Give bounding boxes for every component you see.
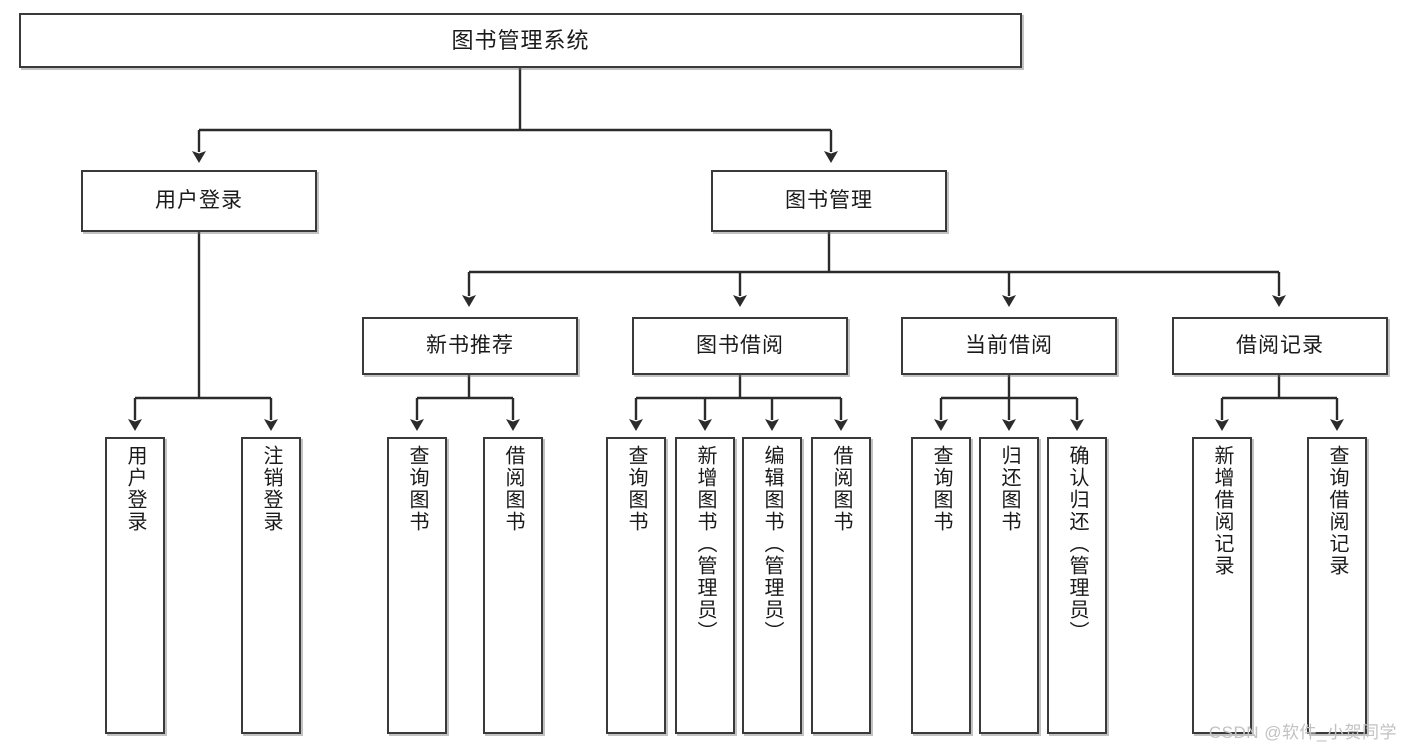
node-book-borrow[interactable]: 图书借阅	[632, 317, 848, 375]
node-label: 图书借阅	[696, 333, 784, 357]
node-leaf-add-book-admin[interactable]: 新增图书（管理员）	[675, 437, 735, 734]
node-user-login[interactable]: 用户登录	[81, 170, 317, 232]
node-label: 用户登录	[124, 445, 146, 533]
node-leaf-edit-book-admin[interactable]: 编辑图书（管理员）	[742, 437, 802, 734]
node-label: 借阅记录	[1236, 333, 1324, 357]
node-leaf-add-borrow-record[interactable]: 新增借阅记录	[1192, 437, 1252, 734]
node-label: 图书管理系统	[451, 27, 590, 53]
node-leaf-logout[interactable]: 注销登录	[241, 437, 301, 734]
node-borrow-record[interactable]: 借阅记录	[1172, 317, 1388, 375]
node-new-book-recommend[interactable]: 新书推荐	[362, 317, 578, 375]
node-leaf-confirm-return-admin[interactable]: 确认归还（管理员）	[1047, 437, 1107, 734]
node-label: 查询图书	[406, 445, 428, 533]
node-leaf-query-borrow-record[interactable]: 查询借阅记录	[1307, 437, 1367, 734]
node-label: 借阅图书	[830, 445, 852, 533]
node-label: 用户登录	[155, 188, 243, 212]
node-label: 注销登录	[260, 445, 282, 533]
node-label: 归还图书	[998, 445, 1020, 533]
node-root-book-management-system[interactable]: 图书管理系统	[19, 13, 1022, 68]
node-label: 编辑图书（管理员）	[761, 445, 783, 643]
watermark: CSDN @软件_小贺同学	[1208, 723, 1397, 742]
node-leaf-query-book-recommend[interactable]: 查询图书	[387, 437, 447, 734]
node-label: 当前借阅	[965, 333, 1053, 357]
node-leaf-user-login[interactable]: 用户登录	[105, 437, 165, 734]
node-label: 查询图书	[930, 445, 952, 533]
node-label: 新书推荐	[426, 333, 514, 357]
node-leaf-return-book[interactable]: 归还图书	[979, 437, 1039, 734]
node-book-management[interactable]: 图书管理	[711, 170, 947, 232]
node-label: 新增图书（管理员）	[694, 445, 716, 643]
node-leaf-borrow-book[interactable]: 借阅图书	[811, 437, 871, 734]
node-label: 确认归还（管理员）	[1066, 445, 1088, 643]
node-leaf-query-book-borrow[interactable]: 查询图书	[606, 437, 666, 734]
node-label: 新增借阅记录	[1211, 445, 1233, 577]
node-current-borrow[interactable]: 当前借阅	[901, 317, 1117, 375]
node-label: 查询图书	[625, 445, 647, 533]
node-leaf-borrow-book-recommend[interactable]: 借阅图书	[483, 437, 543, 734]
node-label: 图书管理	[785, 188, 873, 212]
node-label: 借阅图书	[502, 445, 524, 533]
node-label: 查询借阅记录	[1326, 445, 1348, 577]
node-leaf-query-book-current[interactable]: 查询图书	[911, 437, 971, 734]
